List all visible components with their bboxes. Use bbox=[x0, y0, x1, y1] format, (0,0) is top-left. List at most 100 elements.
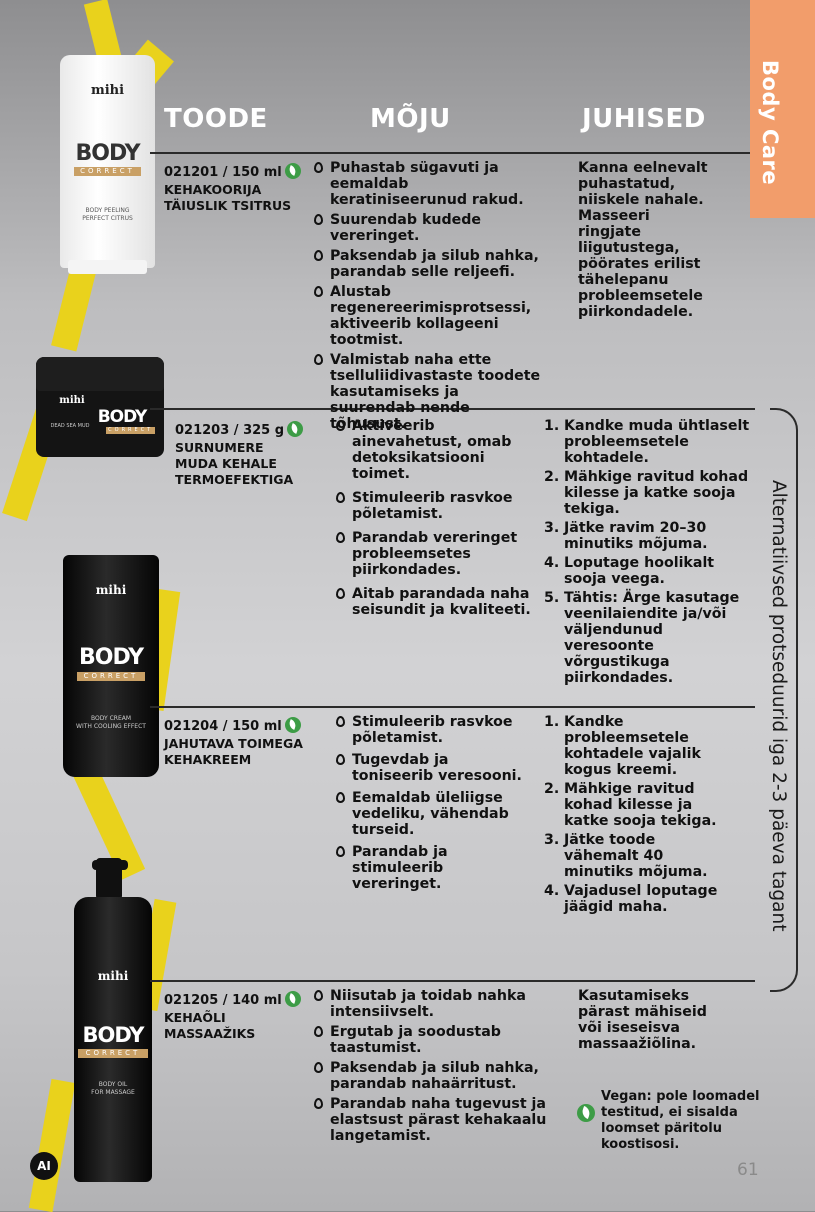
product-name-line: SURNUMERE bbox=[175, 440, 264, 455]
effect-text: Alustab regenereerimisprotsessi, aktivee… bbox=[330, 284, 532, 348]
leaf-icon bbox=[284, 991, 301, 1007]
row-divider bbox=[150, 152, 750, 154]
drop-bullet-icon bbox=[336, 716, 345, 727]
step-item: 3.Jätke toode vähemalt 40 minutiks mõjum… bbox=[544, 832, 708, 880]
drop-bullet-icon bbox=[336, 588, 345, 599]
drop-bullet-icon bbox=[314, 1098, 323, 1109]
drop-bullet-icon bbox=[314, 990, 323, 1001]
step-item: 2.Mähkige ravitud kohad kilesse ja katke… bbox=[544, 781, 717, 829]
page-number: 61 bbox=[737, 1160, 759, 1180]
row-divider bbox=[150, 980, 755, 982]
leaf-icon bbox=[284, 163, 301, 179]
list-item: Puhastab sügavuti ja eemaldab keratinise… bbox=[312, 160, 547, 208]
product-name-line: TERMOEFEKTIGA bbox=[175, 472, 294, 487]
list-item: Suurendab kudede vereringet. bbox=[312, 212, 547, 244]
step-text: Vajadusel loputage jäägid maha. bbox=[564, 883, 718, 915]
effect-text: Aktiveerib ainevahetust, omab detoksikat… bbox=[352, 418, 512, 482]
list-item: Aktiveerib ainevahetust, omab detoksikat… bbox=[334, 418, 539, 482]
product-name: SURNUMERE MUDA KEHALE TERMOEFEKTIGA bbox=[175, 440, 293, 488]
product-image-cooling-cream: mihi BODY CORRECT BODY CREAM WITH COOLIN… bbox=[63, 555, 159, 777]
step-text: Loputage hoolikalt sooja veega. bbox=[564, 555, 715, 587]
brand-line: CORRECT bbox=[77, 1049, 149, 1058]
effect-text: Suurendab kudede vereringet. bbox=[330, 212, 482, 244]
product-code: 021201 / 150 ml bbox=[164, 163, 301, 180]
effect-text: Stimuleerib rasvkoe põletamist. bbox=[352, 490, 513, 522]
step-text: Mähkige ravitud kohad kilesse ja katke s… bbox=[564, 781, 717, 829]
product-code: 021203 / 325 g bbox=[175, 421, 304, 438]
row-divider bbox=[150, 706, 755, 708]
effect-text: Tugevdab ja toniseerib veresooni. bbox=[352, 752, 522, 784]
effects-list: Aktiveerib ainevahetust, omab detoksikat… bbox=[334, 418, 539, 622]
product-label: FOR MASSAGE bbox=[91, 1089, 135, 1096]
brand-body: BODY bbox=[97, 407, 148, 427]
brand-line: CORRECT bbox=[106, 427, 156, 434]
product-name-line: KEHAKOORIJA bbox=[164, 182, 262, 197]
product-image-massage-oil: mihi BODY CORRECT BODY OIL FOR MASSAGE bbox=[74, 897, 152, 1182]
list-item: Valmistab naha ette tselluliidivastaste … bbox=[312, 352, 547, 432]
drop-bullet-icon bbox=[314, 162, 323, 173]
pump-neck bbox=[96, 858, 122, 900]
list-item: Stimuleerib rasvkoe põletamist. bbox=[334, 490, 539, 522]
drop-bullet-icon bbox=[314, 250, 323, 261]
list-item: Parandab naha tugevust ja elastsust pära… bbox=[312, 1096, 547, 1144]
product-code-text: 021201 / 150 ml bbox=[164, 165, 282, 180]
effect-text: Niisutab ja toidab nahka intensiivselt. bbox=[330, 988, 526, 1020]
effect-text: Parandab ja stimuleerib vereringet. bbox=[352, 844, 448, 892]
section-tab: Body Care bbox=[750, 0, 815, 218]
product-code-text: 021204 / 150 ml bbox=[164, 719, 282, 734]
product-label: BODY OIL bbox=[98, 1081, 128, 1088]
header-instructions: JUHISED bbox=[582, 104, 706, 134]
effect-text: Stimuleerib rasvkoe põletamist. bbox=[352, 714, 513, 746]
ai-badge: AI bbox=[30, 1152, 58, 1180]
product-name-line: JAHUTAVA TOIMEGA bbox=[164, 736, 303, 751]
drop-bullet-icon bbox=[336, 492, 345, 503]
drop-bullet-icon bbox=[336, 532, 345, 543]
row-divider bbox=[150, 408, 755, 410]
effect-text: Eemaldab üleliigse vedeliku, vähendab tu… bbox=[352, 790, 509, 838]
step-item: 2.Mähkige ravitud kohad kilesse ja katke… bbox=[544, 469, 749, 517]
instruction-steps: 1.Kandke probleemsetele kohtadele vajali… bbox=[544, 714, 724, 918]
section-tab-label: Body Care bbox=[758, 60, 782, 186]
effect-text: Aitab parandada naha seisundit ja kvalit… bbox=[352, 586, 531, 618]
instructions-text: Kanna eelnevalt puhastatud, niiskele nah… bbox=[578, 160, 708, 320]
leaf-icon bbox=[284, 717, 301, 733]
list-item: Stimuleerib rasvkoe põletamist. bbox=[334, 714, 524, 746]
drop-bullet-icon bbox=[314, 1062, 323, 1073]
drop-bullet-icon bbox=[336, 792, 345, 803]
step-item: 4.Loputage hoolikalt sooja veega. bbox=[544, 555, 715, 587]
product-code-text: 021205 / 140 ml bbox=[164, 993, 282, 1008]
product-name: KEHAKOORIJA TÄIUSLIK TSITRUS bbox=[164, 182, 291, 214]
list-item: Aitab parandada naha seisundit ja kvalit… bbox=[334, 586, 539, 618]
drop-bullet-icon bbox=[336, 754, 345, 765]
drop-bullet-icon bbox=[314, 1026, 323, 1037]
list-item: Tugevdab ja toniseerib veresooni. bbox=[334, 752, 524, 784]
effect-text: Valmistab naha ette tselluliidivastaste … bbox=[330, 352, 541, 432]
effect-text: Parandab vereringet probleemsetes piirko… bbox=[352, 530, 518, 578]
product-label: PERFECT CITRUS bbox=[82, 215, 133, 222]
alternative-procedures-note: Alternatiivsed protseduurid iga 2-3 päev… bbox=[768, 480, 789, 932]
drop-bullet-icon bbox=[336, 420, 345, 431]
effect-text: Puhastab sügavuti ja eemaldab keratinise… bbox=[330, 160, 524, 208]
instruction-steps: 1.Kandke muda ühtlaselt probleemsetele k… bbox=[544, 418, 756, 689]
product-code: 021205 / 140 ml bbox=[164, 991, 301, 1008]
product-name-line: TÄIUSLIK TSITRUS bbox=[164, 198, 292, 213]
product-code-text: 021203 / 325 g bbox=[175, 423, 285, 438]
effect-text: Parandab naha tugevust ja elastsust pära… bbox=[330, 1096, 547, 1144]
product-name-line: MUDA KEHALE bbox=[175, 456, 277, 471]
step-item: 4.Vajadusel loputage jäägid maha. bbox=[544, 883, 718, 915]
step-text: Tähtis: Ärge kasutage veenilaiendite ja/… bbox=[564, 590, 740, 686]
step-item: 5.Tähtis: Ärge kasutage veenilaiendite j… bbox=[544, 590, 740, 686]
brand-body: BODY bbox=[82, 1023, 145, 1047]
drop-bullet-icon bbox=[314, 286, 323, 297]
product-name-line: KEHAÕLI bbox=[164, 1010, 226, 1025]
drop-bullet-icon bbox=[314, 214, 323, 225]
vegan-note: Vegan: pole loomadel testitud, ei sisald… bbox=[601, 1089, 760, 1152]
product-image-body-peeling: mihi BODY CORRECT BODY PEELING PERFECT C… bbox=[60, 55, 155, 274]
brand-logo: mihi bbox=[95, 583, 127, 597]
list-item: Paksendab ja silub nahka, parandab nahaä… bbox=[312, 1060, 547, 1092]
step-text: Kandke muda ühtlaselt probleemsetele koh… bbox=[564, 418, 750, 466]
step-text: Kandke probleemsetele kohtadele vajalik … bbox=[564, 714, 701, 778]
effects-list: Niisutab ja toidab nahka intensiivselt. … bbox=[312, 988, 547, 1148]
effects-list: Puhastab sügavuti ja eemaldab keratinise… bbox=[312, 160, 547, 436]
brand-logo: mihi bbox=[97, 969, 129, 983]
